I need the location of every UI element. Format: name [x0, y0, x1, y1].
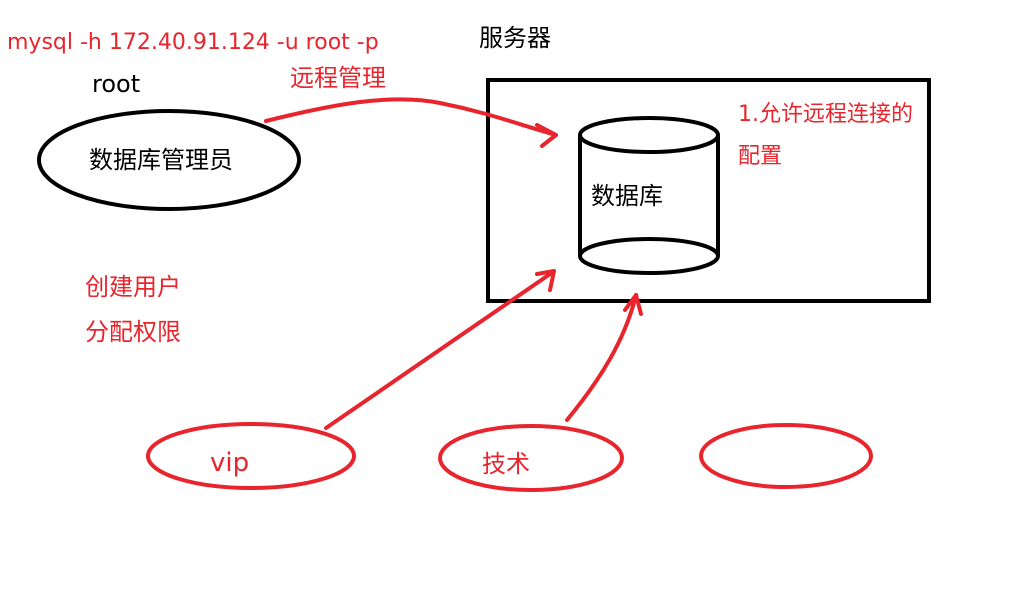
database-cylinder-body	[578, 135, 720, 275]
admin-task-assign-permission: 分配权限	[85, 318, 181, 346]
database-cylinder-top	[578, 116, 720, 154]
client-ellipse-vip	[146, 422, 356, 490]
tech-arrow	[565, 293, 643, 422]
admin-role-label: 数据库管理员	[89, 146, 233, 174]
database-cylinder-bottom-back	[578, 237, 720, 257]
client-label-tech: 技术	[482, 450, 530, 478]
database-label: 数据库	[591, 182, 663, 210]
mysql-command: mysql -h 172.40.91.124 -u root -p	[7, 30, 379, 55]
server-box	[486, 78, 931, 303]
config-note-line2: 配置	[738, 144, 783, 169]
admin-task-create-user: 创建用户	[85, 273, 181, 301]
remote-manage-arrow	[264, 97, 558, 148]
server-label: 服务器	[479, 24, 551, 52]
client-ellipse-tech	[438, 424, 624, 492]
vip-arrow	[324, 269, 556, 430]
admin-ellipse	[37, 109, 301, 211]
root-label: root	[92, 70, 141, 98]
client-label-vip: vip	[210, 448, 250, 478]
config-note-line1: 1.允许远程连接的	[738, 102, 913, 127]
client-ellipse-third	[699, 423, 873, 489]
remote-manage-label: 远程管理	[290, 64, 386, 92]
database-cylinder	[578, 116, 720, 275]
